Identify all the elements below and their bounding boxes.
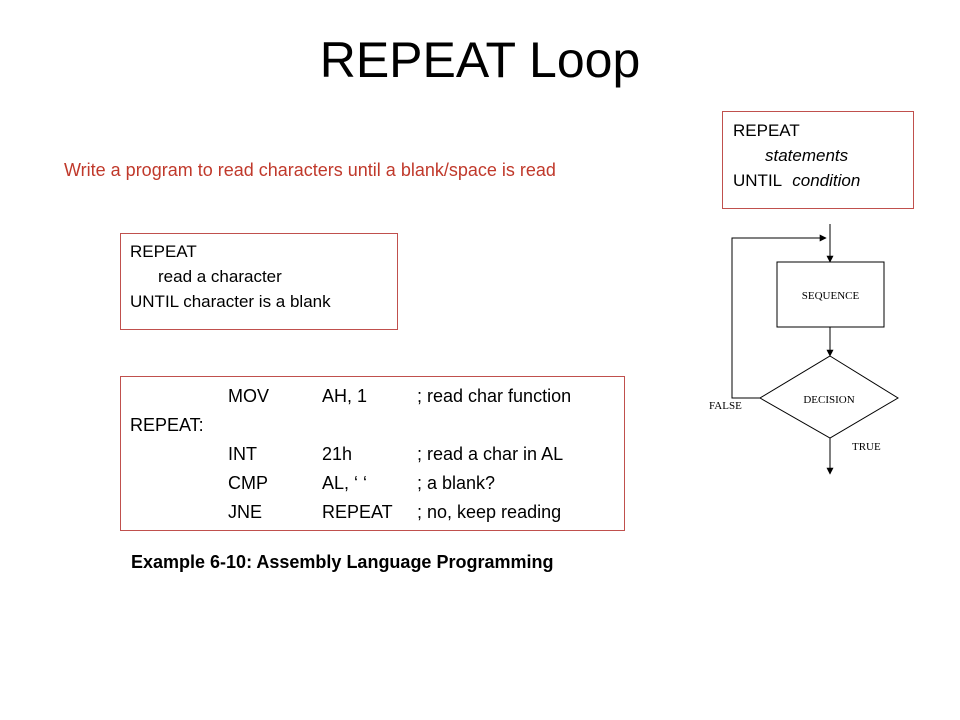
slide-title: REPEAT Loop bbox=[319, 32, 641, 88]
code-line: CMP AL, ‘ ‘ ; a blank? bbox=[130, 469, 615, 498]
code-line: MOV AH, 1 ; read char function bbox=[130, 382, 615, 411]
syntax-statements: statements bbox=[765, 146, 849, 165]
code-opcode: INT bbox=[228, 444, 257, 464]
pseudocode-box: REPEAT read a character UNTIL character … bbox=[120, 233, 398, 330]
pseudo-read-char: read a character bbox=[158, 267, 282, 286]
syntax-until-keyword: UNTIL bbox=[733, 171, 782, 190]
code-line: JNE REPEAT ; no, keep reading bbox=[130, 498, 615, 527]
repeat-flowchart: SEQUENCE DECISION FALSE TRUE bbox=[709, 224, 899, 475]
decision-label: DECISION bbox=[803, 394, 854, 406]
code-operand: REPEAT bbox=[322, 502, 393, 522]
repeat-syntax-box: REPEAT statements UNTIL condition bbox=[722, 111, 914, 209]
code-comment: ; read a char in AL bbox=[417, 444, 564, 464]
pseudo-repeat: REPEAT bbox=[130, 242, 197, 261]
code-opcode: CMP bbox=[228, 473, 268, 493]
flow-false-loop-arrow bbox=[731, 234, 827, 399]
code-operand: 21h bbox=[322, 444, 353, 464]
code-label: REPEAT: bbox=[130, 415, 204, 435]
syntax-until-line: UNTIL condition bbox=[733, 168, 903, 193]
code-comment: ; read char function bbox=[417, 386, 572, 406]
syntax-condition: condition bbox=[792, 171, 861, 190]
pseudo-until: UNTIL character is a blank bbox=[130, 292, 331, 311]
true-label: TRUE bbox=[852, 441, 881, 453]
code-operand: AH, 1 bbox=[322, 386, 368, 406]
code-line: INT 21h ; read a char in AL bbox=[130, 440, 615, 469]
code-operand: AL, ‘ ‘ bbox=[322, 473, 368, 493]
code-opcode: JNE bbox=[228, 502, 263, 522]
code-line: REPEAT: bbox=[130, 411, 615, 440]
program-prompt: Write a program to read characters until… bbox=[64, 160, 556, 180]
assembly-code-box: MOV AH, 1 ; read char function REPEAT: I… bbox=[120, 376, 625, 531]
code-opcode: MOV bbox=[228, 386, 270, 406]
sequence-label: SEQUENCE bbox=[802, 290, 860, 302]
syntax-repeat-keyword: REPEAT bbox=[733, 121, 800, 140]
code-comment: ; no, keep reading bbox=[417, 502, 562, 522]
example-caption: Example 6-10: Assembly Language Programm… bbox=[131, 552, 554, 572]
code-comment: ; a blank? bbox=[417, 473, 496, 493]
false-label: FALSE bbox=[709, 400, 742, 412]
